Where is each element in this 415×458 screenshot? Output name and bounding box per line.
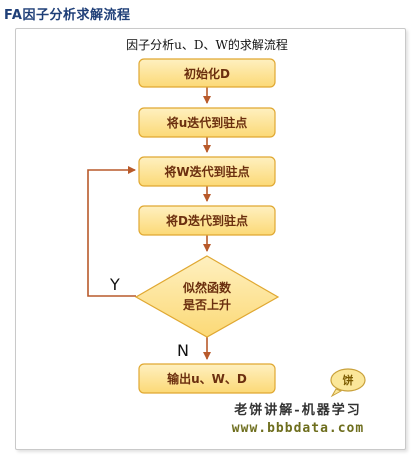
step-iter-w-label: 将W迭代到驻点: [164, 164, 249, 179]
page-title: FA因子分析求解流程: [4, 8, 131, 23]
step-iter-d: 将D迭代到驻点: [138, 205, 276, 236]
label-yes: Y: [109, 275, 120, 294]
watermark-text: 老饼讲解-机器学习: [233, 402, 361, 418]
decision-line2: 是否上升: [182, 297, 231, 312]
watermark-url: www.bbbdata.com: [232, 421, 364, 436]
arrow-loop-back: [87, 166, 136, 297]
step-iter-w: 将W迭代到驻点: [138, 156, 276, 187]
decision-line1: 似然函数: [182, 280, 232, 295]
step-iter-u: 将u迭代到驻点: [138, 107, 276, 138]
step-iter-d-label: 将D迭代到驻点: [166, 213, 248, 228]
watermark-seal-icon: 饼: [330, 368, 366, 398]
step-output-label: 输出u、W、D: [167, 371, 247, 386]
decision-likelihood: 似然函数 是否上升: [134, 255, 280, 338]
diagram-subtitle: 因子分析u、D、W的求解流程: [126, 37, 288, 52]
label-no: N: [177, 341, 189, 360]
step-init-d-label: 初始化D: [184, 66, 230, 81]
step-iter-u-label: 将u迭代到驻点: [167, 115, 248, 130]
step-output: 输出u、W、D: [138, 363, 276, 394]
step-init-d: 初始化D: [138, 58, 276, 88]
watermark-seal-label: 饼: [343, 373, 354, 387]
